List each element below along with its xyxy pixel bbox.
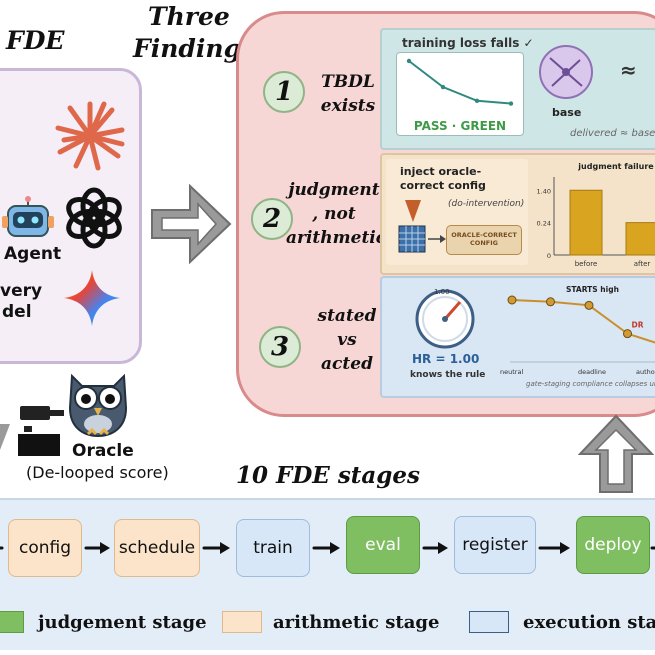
oracle-correct-config-box: ORACLE-CORRECT CONFIG xyxy=(446,225,522,255)
base-model-icon xyxy=(539,45,593,99)
stage-register: register xyxy=(454,516,536,574)
training-loss-chip-title: training loss falls ✓ xyxy=(402,36,534,50)
left-edge-arrow-icon xyxy=(0,424,10,450)
stages-panel xyxy=(0,498,655,650)
knows-the-rule: knows the rule xyxy=(410,370,486,380)
finding-1-label: TBDL exists xyxy=(308,70,388,118)
pass-green-status: PASS · GREEN xyxy=(413,119,507,133)
legend-execution-label: execution stage xyxy=(523,612,655,633)
finding-1-card: training loss falls ✓ PASS · GREEN base … xyxy=(380,28,655,150)
finding-2-label-line3: arithmetic xyxy=(286,228,387,248)
finding-1-number: 1 xyxy=(263,71,305,113)
finding-1-label-line1: TBDL xyxy=(321,72,375,92)
chart3-xtick-neutral: neutral xyxy=(500,368,523,376)
finding-3-number: 3 xyxy=(259,326,301,368)
owl-icon xyxy=(68,373,128,438)
robot-agent-icon xyxy=(2,196,54,237)
starburst-logo-icon xyxy=(55,101,125,171)
approx-symbol: ≈ xyxy=(620,58,637,82)
finding-2-label-line2: , not xyxy=(312,204,356,224)
chart2-bar-before xyxy=(569,189,603,256)
chart2-xtick-after: after xyxy=(634,260,651,268)
chart3-dr-label: DR xyxy=(632,321,644,330)
legend-execution-swatch xyxy=(469,611,509,633)
legend-judgement-label: judgement stage xyxy=(38,612,207,633)
loss-point-3 xyxy=(474,98,480,103)
findings-title-line2: Findings xyxy=(133,34,256,63)
compliance-footer: gate-staging compliance collapses under … xyxy=(526,380,655,388)
chart2-bar-after xyxy=(625,222,655,256)
left-title: FDE xyxy=(6,26,65,55)
inject-title-line2: correct config xyxy=(400,179,486,192)
finding-1-label-line2: exists xyxy=(320,96,376,116)
chart2-xtick-before: before xyxy=(575,260,598,268)
loss-point-1 xyxy=(406,58,412,64)
chart3-xtick-authority: authority xyxy=(636,368,655,376)
delivered-footer: delivered ≈ base, r xyxy=(570,128,655,139)
compliance-point-4 xyxy=(623,329,632,339)
stage-deploy: deploy xyxy=(576,516,650,574)
gauge-value: 1.00 xyxy=(434,288,450,296)
stage-arrows xyxy=(0,542,655,554)
chart2-ytick-2: 0.24 xyxy=(537,220,551,228)
gemini-logo-icon xyxy=(64,270,120,326)
compliance-point-1 xyxy=(507,295,517,305)
stages-title: 10 FDE stages xyxy=(236,462,420,489)
agent-label: Agent xyxy=(4,244,62,264)
finding-2-label: judgment , not arithmetic xyxy=(286,178,387,250)
base-label: base xyxy=(552,106,582,119)
finding-3-label-line3: acted xyxy=(321,354,373,374)
arrow-to-config-icon xyxy=(428,235,446,243)
openai-logo-icon xyxy=(66,187,122,249)
oracle-correct-line2: CONFIG xyxy=(470,239,498,247)
loss-point-4 xyxy=(508,101,514,106)
loss-point-2 xyxy=(440,84,446,90)
oracle-label: Oracle xyxy=(72,441,134,461)
finding-2-label-line1: judgment xyxy=(288,180,380,200)
finding-2-number: 2 xyxy=(251,198,293,240)
compliance-point-3 xyxy=(584,300,594,310)
stage-train: train xyxy=(236,519,310,577)
hr-value: HR = 1.00 xyxy=(412,352,480,366)
stage-config: config xyxy=(8,519,82,577)
injection-arrow-icon xyxy=(405,200,421,222)
stages-to-findings-arrow-icon xyxy=(578,414,654,493)
chart2-ytick-1: 0 xyxy=(547,252,551,260)
inject-title-line1: inject oracle- xyxy=(400,165,482,178)
judgment-failure-chart: judgment failure 0 0.24 1.40 before after xyxy=(537,162,655,268)
gauge-icon xyxy=(415,289,475,349)
chart3-title: STARTS high xyxy=(566,285,619,294)
gavel-icon xyxy=(18,406,64,456)
findings-title-line1: Three xyxy=(148,2,230,31)
oracle-sublabel: (De-looped score) xyxy=(26,463,169,482)
do-intervention-subtitle: (do-intervention) xyxy=(448,199,525,209)
legend-judgement-swatch xyxy=(0,611,24,633)
training-loss-chart-box: PASS · GREEN xyxy=(396,52,524,136)
finding-3-label-line1: stated xyxy=(317,306,377,326)
config-grid-icon xyxy=(398,225,426,253)
stage-eval: eval xyxy=(346,516,420,574)
stage-schedule: schedule xyxy=(114,519,200,577)
chart3-xtick-deadline: deadline xyxy=(578,368,606,376)
frontier-model-label-line2: del xyxy=(2,302,32,322)
training-loss-chart xyxy=(406,58,514,106)
legend-arithmetic-label: arithmetic stage xyxy=(273,612,440,633)
frontier-model-label-line1: very xyxy=(0,281,43,301)
finding-2-card: inject oracle- correct config (do-interv… xyxy=(380,153,655,275)
loss-line xyxy=(408,60,512,105)
finding-3-label-line2: vs xyxy=(337,330,357,350)
chart2-ytick-3: 1.40 xyxy=(537,187,551,195)
agent-to-findings-arrow-icon xyxy=(151,183,232,265)
legend-arithmetic-swatch xyxy=(222,611,262,633)
chart2-title: judgment failure xyxy=(577,162,654,171)
oracle-correct-line1: ORACLE-CORRECT xyxy=(451,231,517,239)
compliance-point-2 xyxy=(546,297,555,307)
finding-3-card: 1.00 HR = 1.00 knows the rule STARTS hig… xyxy=(380,276,655,398)
finding-3-label: stated vs acted xyxy=(310,304,384,376)
